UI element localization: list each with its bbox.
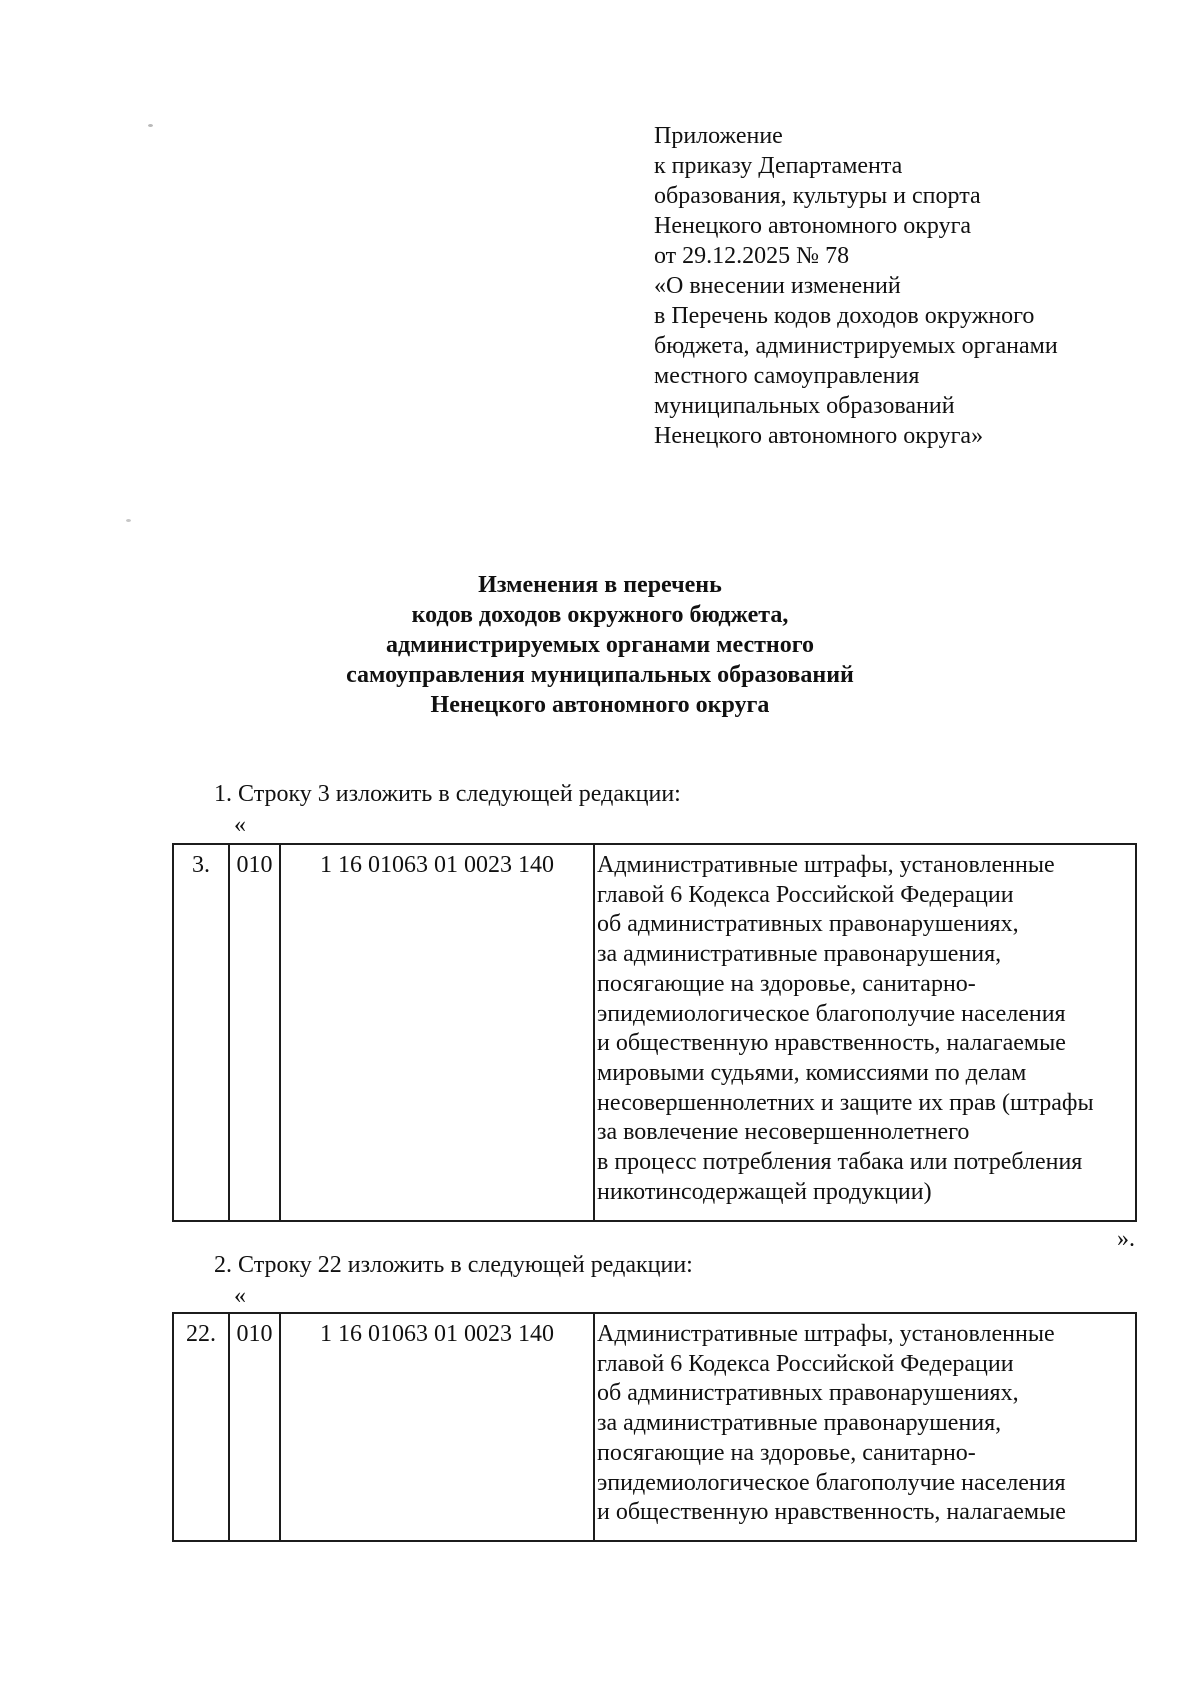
table-row: 22. 010 1 16 01063 01 0023 140 Администр… (172, 1312, 1137, 1542)
section-1-close-quote: ». (1117, 1226, 1135, 1252)
row-number-cell: 22. (172, 1312, 230, 1542)
row-number-cell: 3. (172, 843, 230, 1222)
section-2-open-quote: « (234, 1283, 246, 1309)
income-description-cell: Административные штрафы, установленные г… (593, 1312, 1137, 1542)
income-description-cell: Административные штрафы, установленные г… (593, 843, 1137, 1222)
scan-artifact-speck (126, 519, 131, 522)
budget-income-code-cell: 1 16 01063 01 0023 140 (279, 1312, 595, 1542)
section-1-open-quote: « (234, 812, 246, 838)
appendix-reference-block: Приложение к приказу Департамента образо… (654, 123, 1058, 449)
administrator-code-cell: 010 (228, 843, 281, 1222)
section-2-heading: 2. Строку 22 изложить в следующей редакц… (214, 1252, 693, 1278)
amendment-table-row-22: 22. 010 1 16 01063 01 0023 140 Администр… (172, 1312, 1137, 1542)
administrator-code-cell: 010 (228, 1312, 281, 1542)
amendment-table-row-3: 3. 010 1 16 01063 01 0023 140 Администра… (172, 843, 1137, 1222)
section-1-heading: 1. Строку 3 изложить в следующей редакци… (214, 781, 681, 807)
budget-income-code-cell: 1 16 01063 01 0023 140 (279, 843, 595, 1222)
table-row: 3. 010 1 16 01063 01 0023 140 Администра… (172, 843, 1137, 1222)
document-title: Изменения в перечень кодов доходов окруж… (346, 572, 854, 718)
scan-artifact-speck (148, 124, 153, 127)
